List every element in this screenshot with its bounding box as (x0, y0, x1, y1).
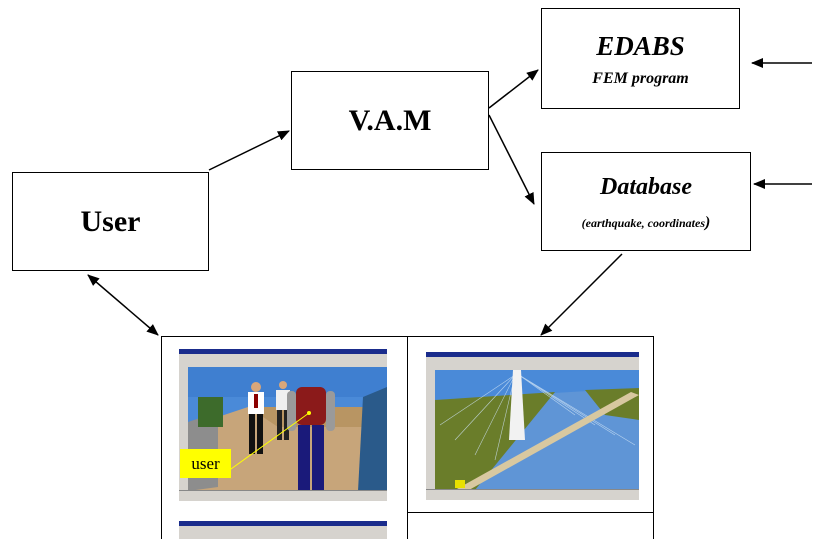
database-subtitle: (earthquake, coordinates) (582, 214, 711, 232)
vam-box: V.A.M (291, 71, 489, 170)
screenshot-menubar (179, 354, 387, 358)
screenshots-bottom-border (407, 512, 654, 513)
screenshot-statusbar (426, 489, 639, 500)
user-box: User (12, 172, 209, 271)
screenshot-titlebar (179, 349, 387, 354)
vr-scene-screenshot (179, 349, 387, 501)
arrow-user-screens-bidirectional (87, 274, 159, 336)
edabs-subtitle: FEM program (592, 69, 689, 87)
arrow-user-to-vam (208, 130, 290, 171)
screenshot-titlebar (426, 352, 639, 357)
bridge-model-screenshot (426, 352, 639, 500)
database-subtitle-text: earthquake, coordinates (585, 215, 705, 230)
database-subtitle-close-paren: ) (705, 213, 711, 231)
screenshot-titlebar (179, 521, 387, 526)
bridge-scene-view (435, 370, 639, 490)
vam-box-label: V.A.M (348, 103, 432, 137)
screenshot-toolbar (179, 530, 387, 539)
edabs-title: EDABS (596, 30, 685, 61)
edabs-box: EDABS FEM program (541, 8, 740, 109)
user-avatar-label: user (180, 449, 231, 478)
arrow-vam-to-edabs (488, 69, 539, 109)
screenshot-statusbar (179, 490, 387, 501)
screenshot-menubar (179, 526, 387, 530)
database-box: Database (earthquake, coordinates) (541, 152, 751, 251)
second-screenshot-partial (179, 521, 387, 539)
bridge-scene-graphic (435, 370, 639, 490)
screenshots-divider (407, 336, 408, 539)
database-subtitle-open-paren: ( (581, 215, 586, 230)
arrow-vam-to-database (488, 114, 535, 205)
screenshot-menubar (426, 357, 639, 361)
arrow-database-to-screens (540, 253, 623, 336)
user-box-label: User (80, 204, 141, 238)
database-title: Database (600, 173, 692, 200)
